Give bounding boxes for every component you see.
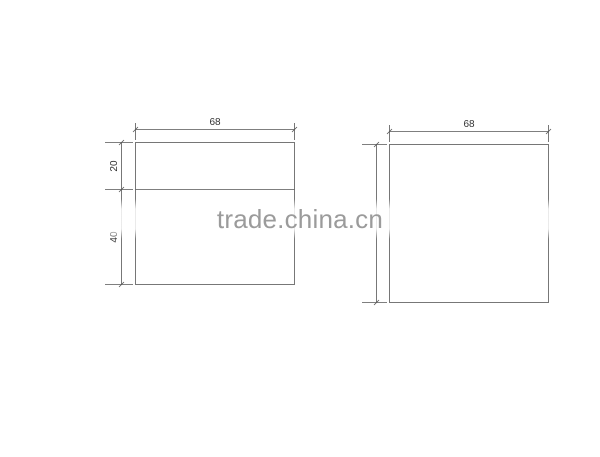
left-width-tick-left — [132, 126, 139, 133]
right-height-tick-top — [373, 141, 380, 148]
left-height-tick-mid — [118, 186, 125, 193]
left-view — [105, 123, 298, 288]
right-width-label: 68 — [463, 119, 475, 130]
left-width-tick-right — [291, 126, 298, 133]
left-width-label: 68 — [209, 117, 221, 128]
right-width-tick-right — [545, 128, 552, 135]
left-top-height-label: 20 — [109, 160, 120, 172]
left-height-tick-bottom — [118, 281, 125, 288]
right-height-tick-bottom — [373, 299, 380, 306]
watermark-band — [0, 199, 600, 239]
watermark-text: trade.china.cn — [217, 204, 383, 234]
right-width-tick-left — [386, 128, 393, 135]
left-height-tick-top — [118, 139, 125, 146]
